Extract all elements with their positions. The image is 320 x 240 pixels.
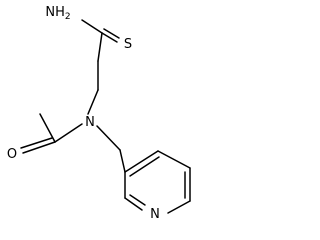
bond-c-s-double-1 <box>101 32 118 43</box>
atom-label-amide-nitrogen: N <box>85 115 95 130</box>
pyridine-bond-c4-c5 <box>157 150 191 169</box>
bond-ch2-pyridine <box>119 149 126 173</box>
pyridine-bond-c3-c4-inner <box>129 156 160 177</box>
bond-ch2-n <box>87 89 99 115</box>
atom-label-oxygen: O <box>7 147 17 162</box>
atom-label-pyridine-nitrogen: N <box>150 207 160 222</box>
pyridine-bond-c3-c4 <box>124 150 159 173</box>
bond-carbonyl-o-double-2 <box>20 137 53 149</box>
bond-n-carbonyl <box>54 123 83 143</box>
bond-thioamide-ch2 <box>97 32 103 62</box>
atom-label-sulfur: S <box>124 37 132 52</box>
bond-c-s-double-2 <box>103 28 120 39</box>
bond-c-nh2 <box>81 19 103 34</box>
pyridine-bond-c6-n <box>167 200 191 214</box>
chemical-structure: NH2 S N O N <box>7 5 191 222</box>
atom-label-nh2: NH2 <box>45 5 70 22</box>
bond-carbonyl-methyl <box>39 113 56 143</box>
pyridine-bond-n-c2 <box>124 197 143 211</box>
pyridine-bond-n-c2-inner <box>129 194 146 206</box>
bond-n-ch2 <box>96 125 121 151</box>
bond-carbonyl-o-double-1 <box>22 141 56 154</box>
